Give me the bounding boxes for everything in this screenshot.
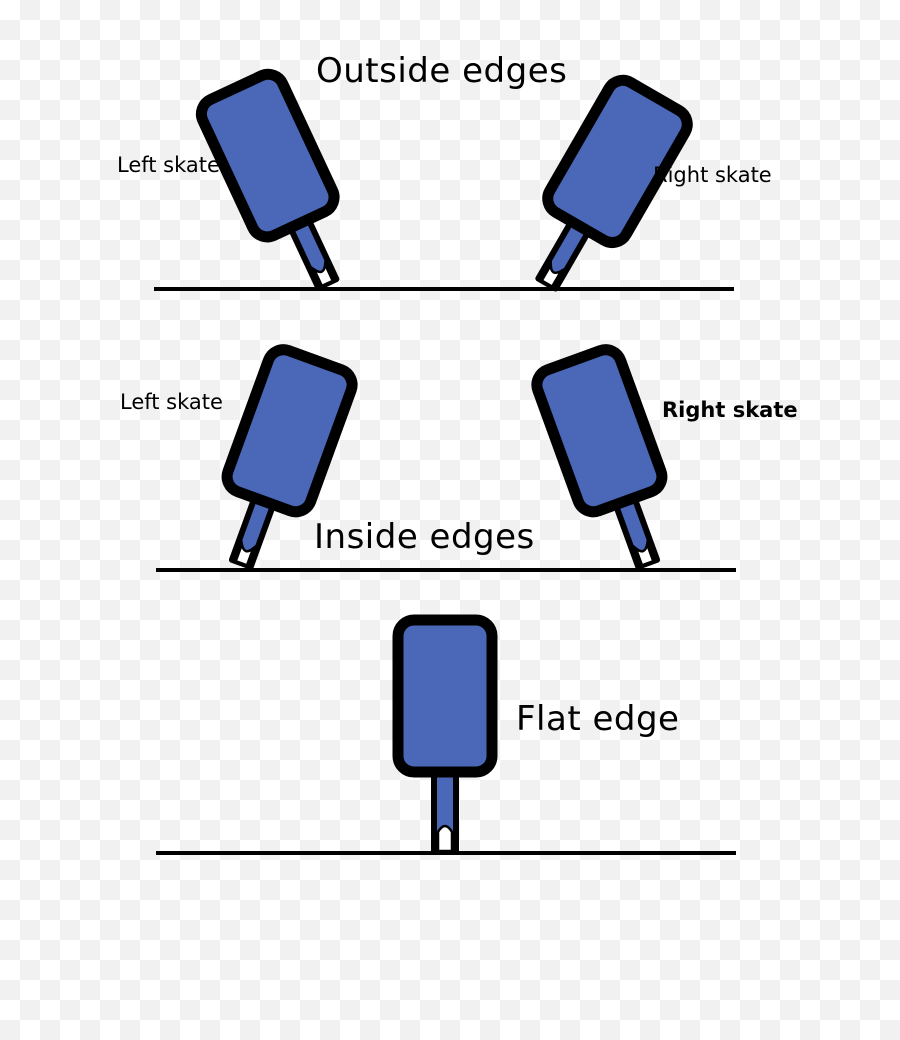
inside-edges-title: Inside edges [314,517,535,557]
outside-right-skate [509,74,693,305]
flat-edge-section: Flat edge [156,614,736,855]
outside-right-skate-label: Right skate [653,163,772,187]
flat-skate [392,614,498,854]
flat-edge-title: Flat edge [516,699,679,739]
inside-left-skate-label: Left skate [120,390,223,414]
inside-right-skate-label: Right skate [662,398,798,422]
outside-edges-title: Outside edges [316,51,567,91]
outside-edges-section: Outside edges Left skate Right skate [117,51,772,306]
inside-edges-section: Inside edges Left skate Right skate [120,345,798,578]
outside-left-skate-label: Left skate [117,153,220,177]
outside-left-skate [196,69,367,302]
inside-right-skate [532,345,689,578]
